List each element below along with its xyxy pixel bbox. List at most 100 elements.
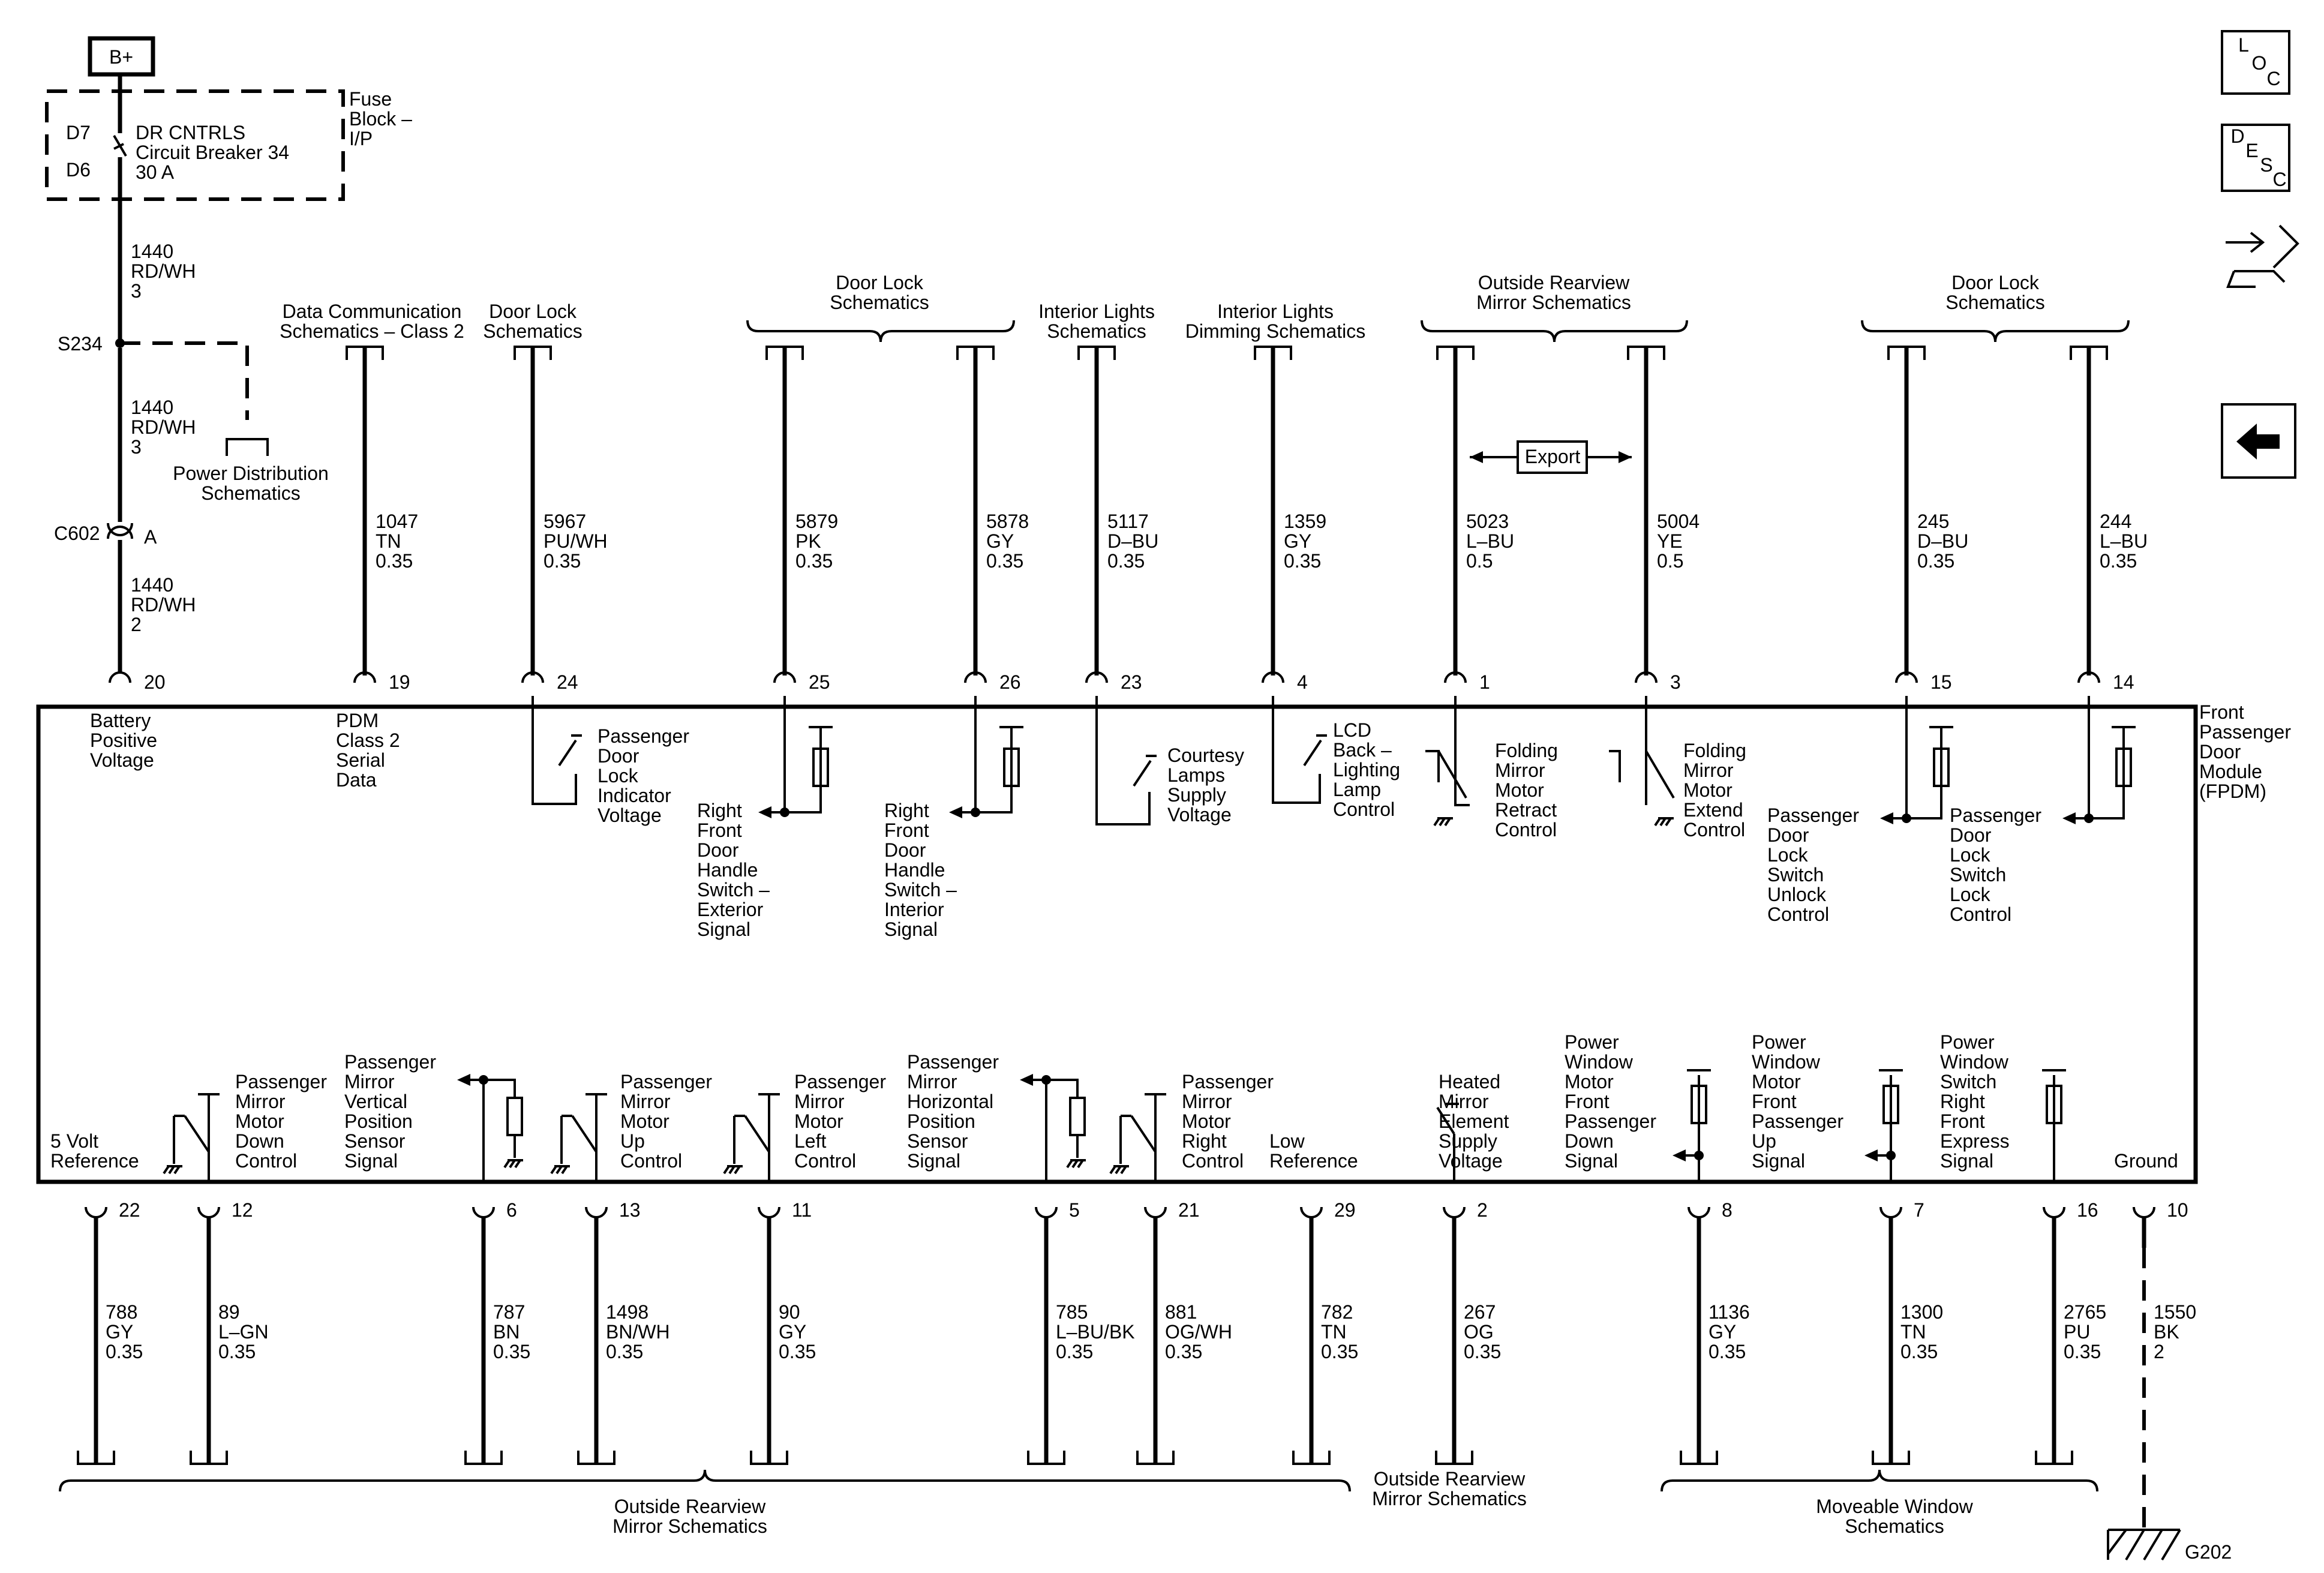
supply-wire-label: 1440 xyxy=(131,574,173,596)
function-label-25: Front xyxy=(697,819,742,841)
switch-blade xyxy=(1130,1115,1157,1153)
circuit-label-14: 244 xyxy=(2100,511,2131,532)
pin-24: 24 xyxy=(557,671,578,693)
function-label-6: Sensor xyxy=(344,1130,406,1152)
function-label-14: Control xyxy=(1950,903,2011,925)
circuit-label-22: 788 xyxy=(106,1301,137,1323)
pin-terminal xyxy=(521,671,544,683)
schematic-connector xyxy=(765,346,804,360)
circuit-label-26: 5878 xyxy=(986,511,1029,532)
pin-terminal xyxy=(472,1206,495,1218)
function-label-1: Motor xyxy=(1495,779,1544,801)
function-label-7: Motor xyxy=(1752,1071,1801,1092)
circuit-label-13: 0.35 xyxy=(606,1341,643,1362)
function-label-24: Door xyxy=(597,745,639,767)
pin-terminal xyxy=(1262,671,1284,683)
resistor xyxy=(506,1097,523,1136)
schematic-connector xyxy=(750,1451,788,1465)
switch-blade xyxy=(571,1115,597,1153)
module-frame xyxy=(36,704,2198,1184)
pin-terminal xyxy=(353,671,376,683)
function-label-25: Door xyxy=(697,839,739,861)
function-label-12: Down xyxy=(235,1130,284,1152)
function-label-21: Motor xyxy=(1182,1110,1231,1132)
function-label-12: Motor xyxy=(235,1110,284,1132)
circuit-label-29: TN xyxy=(1321,1321,1347,1343)
circuit-label-1: 0.5 xyxy=(1466,550,1493,572)
module-name: Door xyxy=(2199,741,2241,763)
circuit-label-15: 0.35 xyxy=(1917,550,1954,572)
junction-dot xyxy=(971,807,980,817)
circuit-label-29: 782 xyxy=(1321,1301,1353,1323)
function-label-2: Mirror xyxy=(1439,1091,1489,1112)
internal-circuit xyxy=(173,1115,185,1164)
schematic-connector xyxy=(1627,346,1665,360)
function-label-15: Door xyxy=(1767,824,1809,846)
switch-blade xyxy=(558,739,577,767)
function-label-13: Motor xyxy=(620,1110,669,1132)
function-label-11: Control xyxy=(794,1150,856,1172)
circuit-label-5: 0.35 xyxy=(1056,1341,1093,1362)
ground-symbol xyxy=(1439,817,1446,827)
function-label-4: Control xyxy=(1333,798,1395,820)
circuit-label-15: 245 xyxy=(1917,511,1949,532)
schematic-connector xyxy=(1136,1451,1175,1465)
ground-symbol xyxy=(1071,1159,1079,1169)
desc-icon-letter: C xyxy=(2272,169,2286,190)
circuit-label-8: GY xyxy=(1709,1321,1736,1343)
ground-symbol xyxy=(1654,817,1661,827)
circuit-label-10: BK xyxy=(2154,1321,2179,1343)
circuit-label-3: 0.5 xyxy=(1657,550,1683,572)
internal-circuit xyxy=(1095,696,1151,825)
junction-dot xyxy=(479,1075,488,1085)
circuit-label-19: TN xyxy=(376,530,401,552)
fuse-block-label: I/P xyxy=(349,128,373,149)
function-label-2: Element xyxy=(1439,1110,1509,1132)
ground-symbol xyxy=(173,1165,181,1175)
desc-icon-letter: D xyxy=(2230,125,2244,147)
bottom-ref-mirror: Mirror Schematics xyxy=(612,1515,767,1537)
junction-dot xyxy=(780,807,789,817)
module-name: Passenger xyxy=(2199,721,2291,743)
function-label-6: Position xyxy=(344,1110,413,1132)
supply-wire-label: RD/WH xyxy=(131,260,196,282)
function-label-24: Lock xyxy=(597,765,639,786)
internal-circuit xyxy=(1609,750,1621,782)
function-label-26: Switch – xyxy=(884,879,957,900)
ground-symbol xyxy=(1665,817,1672,827)
internal-circuit xyxy=(1272,696,1321,804)
module-name: (FPDM) xyxy=(2199,781,2266,802)
function-label-20: Battery xyxy=(90,710,151,731)
circuit-label-21: OG/WH xyxy=(1165,1321,1232,1343)
pin-terminal xyxy=(1443,1206,1466,1218)
pin-4: 4 xyxy=(1297,671,1308,693)
pin-terminal xyxy=(1879,1206,1902,1218)
internal-circuit xyxy=(733,1115,745,1164)
battery-label: B+ xyxy=(109,46,133,68)
connector-cavity: A xyxy=(144,526,157,548)
function-label-3: Motor xyxy=(1683,779,1733,801)
function-label-13: Passenger xyxy=(620,1071,712,1092)
pin-terminal xyxy=(2077,671,2100,683)
schematic-connector xyxy=(2035,1451,2073,1465)
schematic-connector xyxy=(1077,346,1116,360)
circuit-label-3: YE xyxy=(1657,530,1683,552)
function-label-14: Passenger xyxy=(1950,804,2041,826)
ground-symbol xyxy=(556,1165,563,1175)
function-label-7: Front xyxy=(1752,1091,1797,1112)
function-label-29: Low xyxy=(1269,1130,1305,1152)
pin-3: 3 xyxy=(1670,671,1681,693)
circuit-label-16: 2765 xyxy=(2064,1301,2106,1323)
circuit-label-23: D–BU xyxy=(1107,530,1158,552)
resistor xyxy=(1882,1085,1899,1124)
top-ref-data-comm: Schematics – Class 2 xyxy=(280,320,464,342)
schematic-connector xyxy=(956,346,995,360)
top-ref-door-lock-2: Door Lock xyxy=(836,272,924,293)
resistor xyxy=(2046,1085,2062,1124)
ground-symbol xyxy=(168,1165,175,1175)
function-label-22: Reference xyxy=(50,1150,139,1172)
schematic-connector xyxy=(77,1451,115,1465)
function-label-3: Control xyxy=(1683,819,1745,840)
internal-circuit xyxy=(532,696,577,805)
circuit-label-15: D–BU xyxy=(1917,530,1968,552)
